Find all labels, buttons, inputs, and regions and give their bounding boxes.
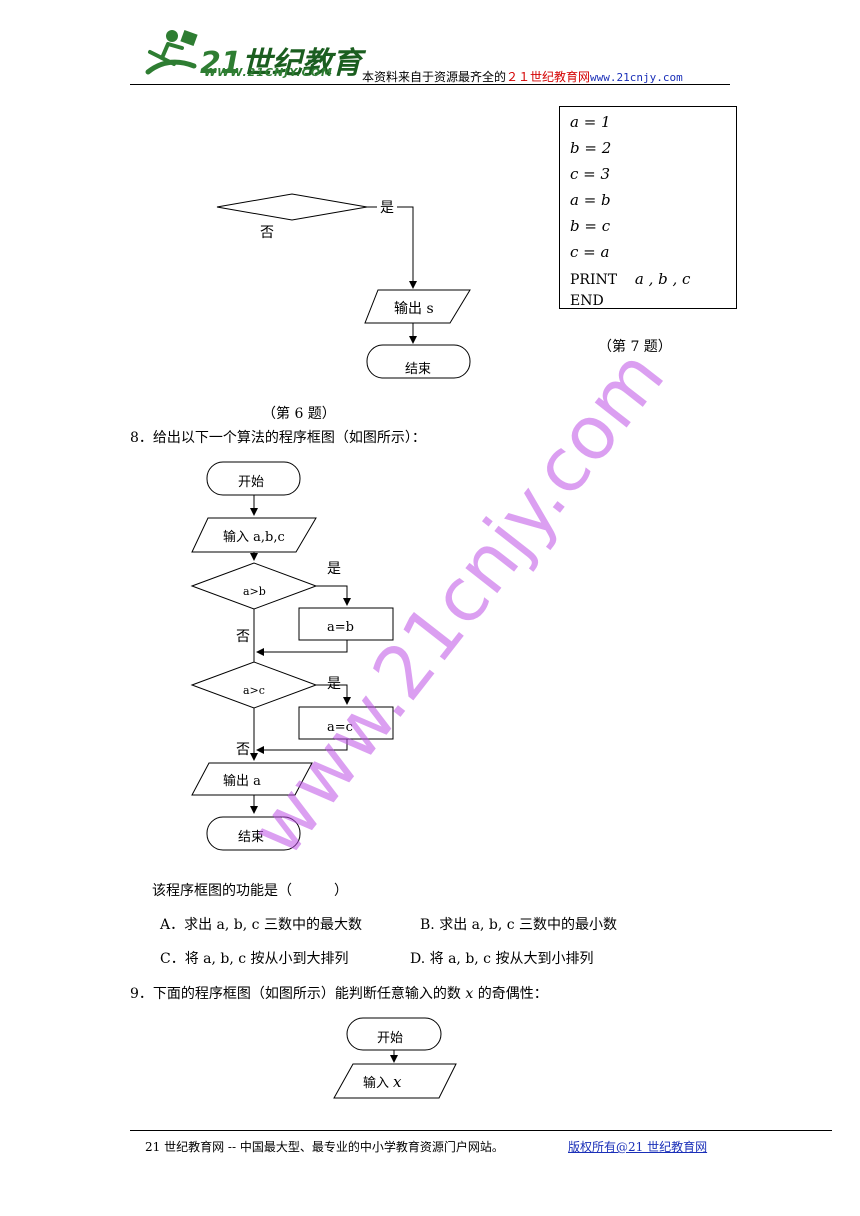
q8-input-box (191, 517, 317, 553)
q6-yes-label: 是 (380, 200, 394, 216)
header-rule (130, 84, 730, 85)
q6-caption: （第 6 题） (262, 406, 336, 422)
q7-caption: （第 7 题） (598, 339, 672, 355)
footer-copyright-link[interactable]: 版权所有@21 世纪教育网 (568, 1140, 708, 1154)
q6-flow-line-1 (397, 206, 417, 289)
q8-end-label: 结束 (238, 830, 264, 845)
q8-no2-label: 否 (236, 742, 250, 758)
q8-cond2-label: a>c (243, 684, 265, 697)
q8-option-c: C．将 a, b, c 按从小到大排列 (160, 951, 349, 967)
q6-output-label: 输出 s (394, 301, 434, 317)
q8-assign2-label: a=c (327, 720, 353, 735)
q8-flow-line (256, 739, 348, 754)
logo-url: WWW.21CNJY.COM (204, 66, 333, 79)
q8-flow-line (256, 640, 348, 656)
q8-flow-line (316, 684, 351, 705)
q7-print-line: PRINT a , b , c (570, 270, 691, 288)
logo-title: 21世纪教育 (200, 46, 362, 81)
q8-assign-box-1 (298, 607, 394, 641)
q8-output-box (191, 762, 313, 796)
q9-stem: 9．下面的程序框图（如图所示）能判断任意输入的数 x 的奇偶性： (130, 986, 548, 1002)
footer-rule (130, 1130, 832, 1131)
runner-logo-icon (145, 29, 198, 75)
q7-code-line: c = a (570, 243, 610, 261)
q8-end-terminal (206, 816, 301, 851)
q6-no-label: 否 (260, 225, 274, 241)
q8-assign1-label: a=b (327, 620, 354, 635)
q8-option-a: A．求出 a, b, c 三数中的最大数 (160, 917, 362, 933)
header-text: 本资料来自于资源最齐全的２１世纪教育网www.21cnjy.com (362, 70, 683, 84)
q6-decision-diamond (216, 193, 368, 221)
q8-start-label: 开始 (238, 475, 264, 490)
q8-yes1-label: 是 (327, 561, 341, 577)
q8-no1-label: 否 (236, 629, 250, 645)
q7-code-line: b = 2 (570, 139, 612, 157)
q8-input-label: 输入 a,b,c (223, 529, 285, 545)
q9-input-box (333, 1063, 457, 1099)
q7-code-line: b = c (570, 217, 611, 235)
q8-option-d: D. 将 a, b, c 按从大到小排列 (410, 951, 594, 967)
q8-stem: 8．给出以下一个算法的程序框图（如图所示）： (130, 430, 426, 446)
q9-start-label: 开始 (377, 1031, 403, 1046)
q6-end-label: 结束 (405, 362, 431, 377)
q7-code-line: a = b (570, 191, 611, 209)
q7-code-box: a = 1 b = 2 c = 3 a = b b = c c = a PRIN… (559, 106, 737, 309)
q8-cond1-label: a>b (243, 585, 266, 598)
q8-flow-line (316, 585, 351, 606)
q8-option-b: B. 求出 a, b, c 三数中的最小数 (420, 917, 618, 933)
q8-output-label: 输出 a (223, 773, 261, 789)
q8-assign-box-2 (298, 706, 394, 740)
q7-code-line: c = 3 (570, 165, 611, 183)
footer-text: 21 世纪教育网 -- 中国最大型、最专业的中小学教育资源门户网站。 (145, 1140, 504, 1154)
q8-yes2-label: 是 (327, 676, 341, 692)
q6-end-terminal (366, 344, 471, 379)
q8-question: 该程序框图的功能是（ ） (152, 883, 348, 899)
q7-end-line: END (570, 293, 604, 309)
q6-flowchart: 是 否 输出 s 结束 (216, 193, 471, 379)
q6-output-box (364, 289, 471, 324)
q7-code-line: a = 1 (570, 113, 611, 131)
q8-flowchart: 开始 输入 a,b,c a>b 是 a=b 否 a>c 是 a=c 否 输出 a… (190, 461, 394, 851)
